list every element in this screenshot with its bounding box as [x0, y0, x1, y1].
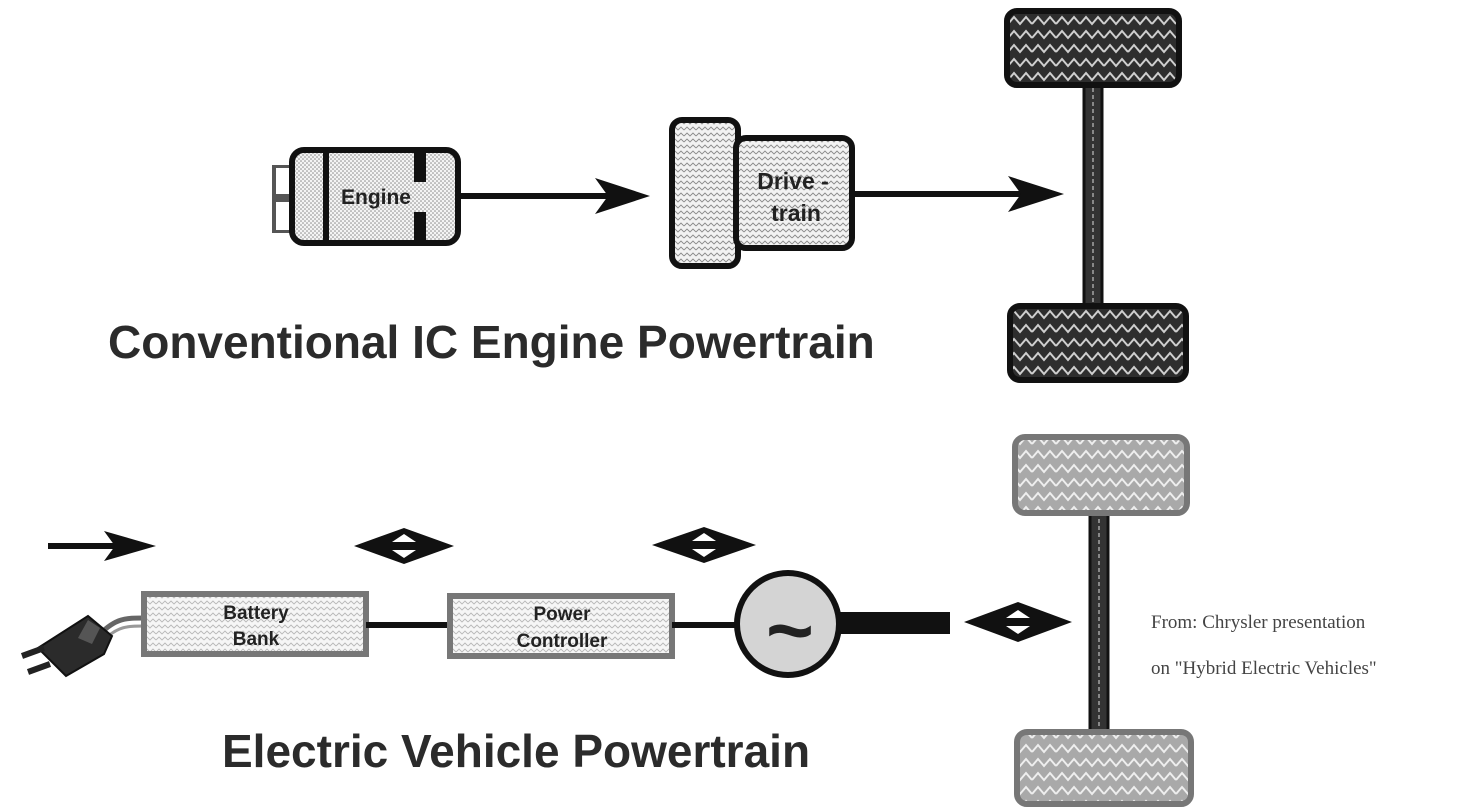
bidirectional-arrow-battery-controller — [354, 528, 454, 564]
electric-section: Battery Bank Power Controller ~ — [20, 434, 1194, 807]
conventional-wheel-bottom — [1007, 303, 1189, 383]
conventional-axle — [1004, 8, 1189, 383]
charging-plug-icon — [20, 614, 145, 678]
power-controller: Power Controller — [447, 593, 675, 659]
controller-label-line2: Controller — [517, 631, 608, 652]
conventional-section: Engine Drive - train Conventional IC Eng… — [108, 8, 1189, 383]
battery-bank: Battery Bank — [141, 591, 369, 657]
electric-wheel-top — [1012, 434, 1190, 516]
credit-line2: on "Hybrid Electric Vehicles" — [1151, 658, 1377, 679]
electric-wheel-bottom — [1014, 729, 1194, 807]
conventional-title: Conventional IC Engine Powertrain — [108, 316, 875, 368]
electric-axle — [1012, 434, 1194, 807]
drivetrain-block: Drive - train — [669, 117, 855, 269]
drivetrain-label-line1: Drive - — [757, 168, 829, 194]
motor-shaft — [838, 612, 950, 634]
battery-label-line2: Bank — [233, 629, 280, 650]
arrow-charge-input — [48, 531, 156, 561]
credit-line1: From: Chrysler presentation — [1151, 612, 1366, 633]
controller-label-line1: Power — [533, 604, 591, 625]
battery-label-line1: Battery — [223, 603, 289, 624]
arrow-drivetrain-to-axle — [852, 176, 1064, 212]
engine-block: Engine — [272, 147, 461, 246]
motor-symbol: ~ — [766, 585, 814, 676]
engine-label: Engine — [341, 186, 411, 209]
arrow-engine-to-drivetrain — [458, 178, 650, 214]
electric-motor: ~ — [734, 570, 842, 678]
bidirectional-arrow-controller-motor — [652, 527, 756, 563]
source-credit: From: Chrysler presentation on "Hybrid E… — [1151, 612, 1377, 679]
bidirectional-arrow-motor-axle — [964, 602, 1072, 642]
drivetrain-label-line2: train — [771, 200, 821, 226]
conventional-wheel-top — [1004, 8, 1182, 88]
electric-title: Electric Vehicle Powertrain — [222, 725, 810, 777]
